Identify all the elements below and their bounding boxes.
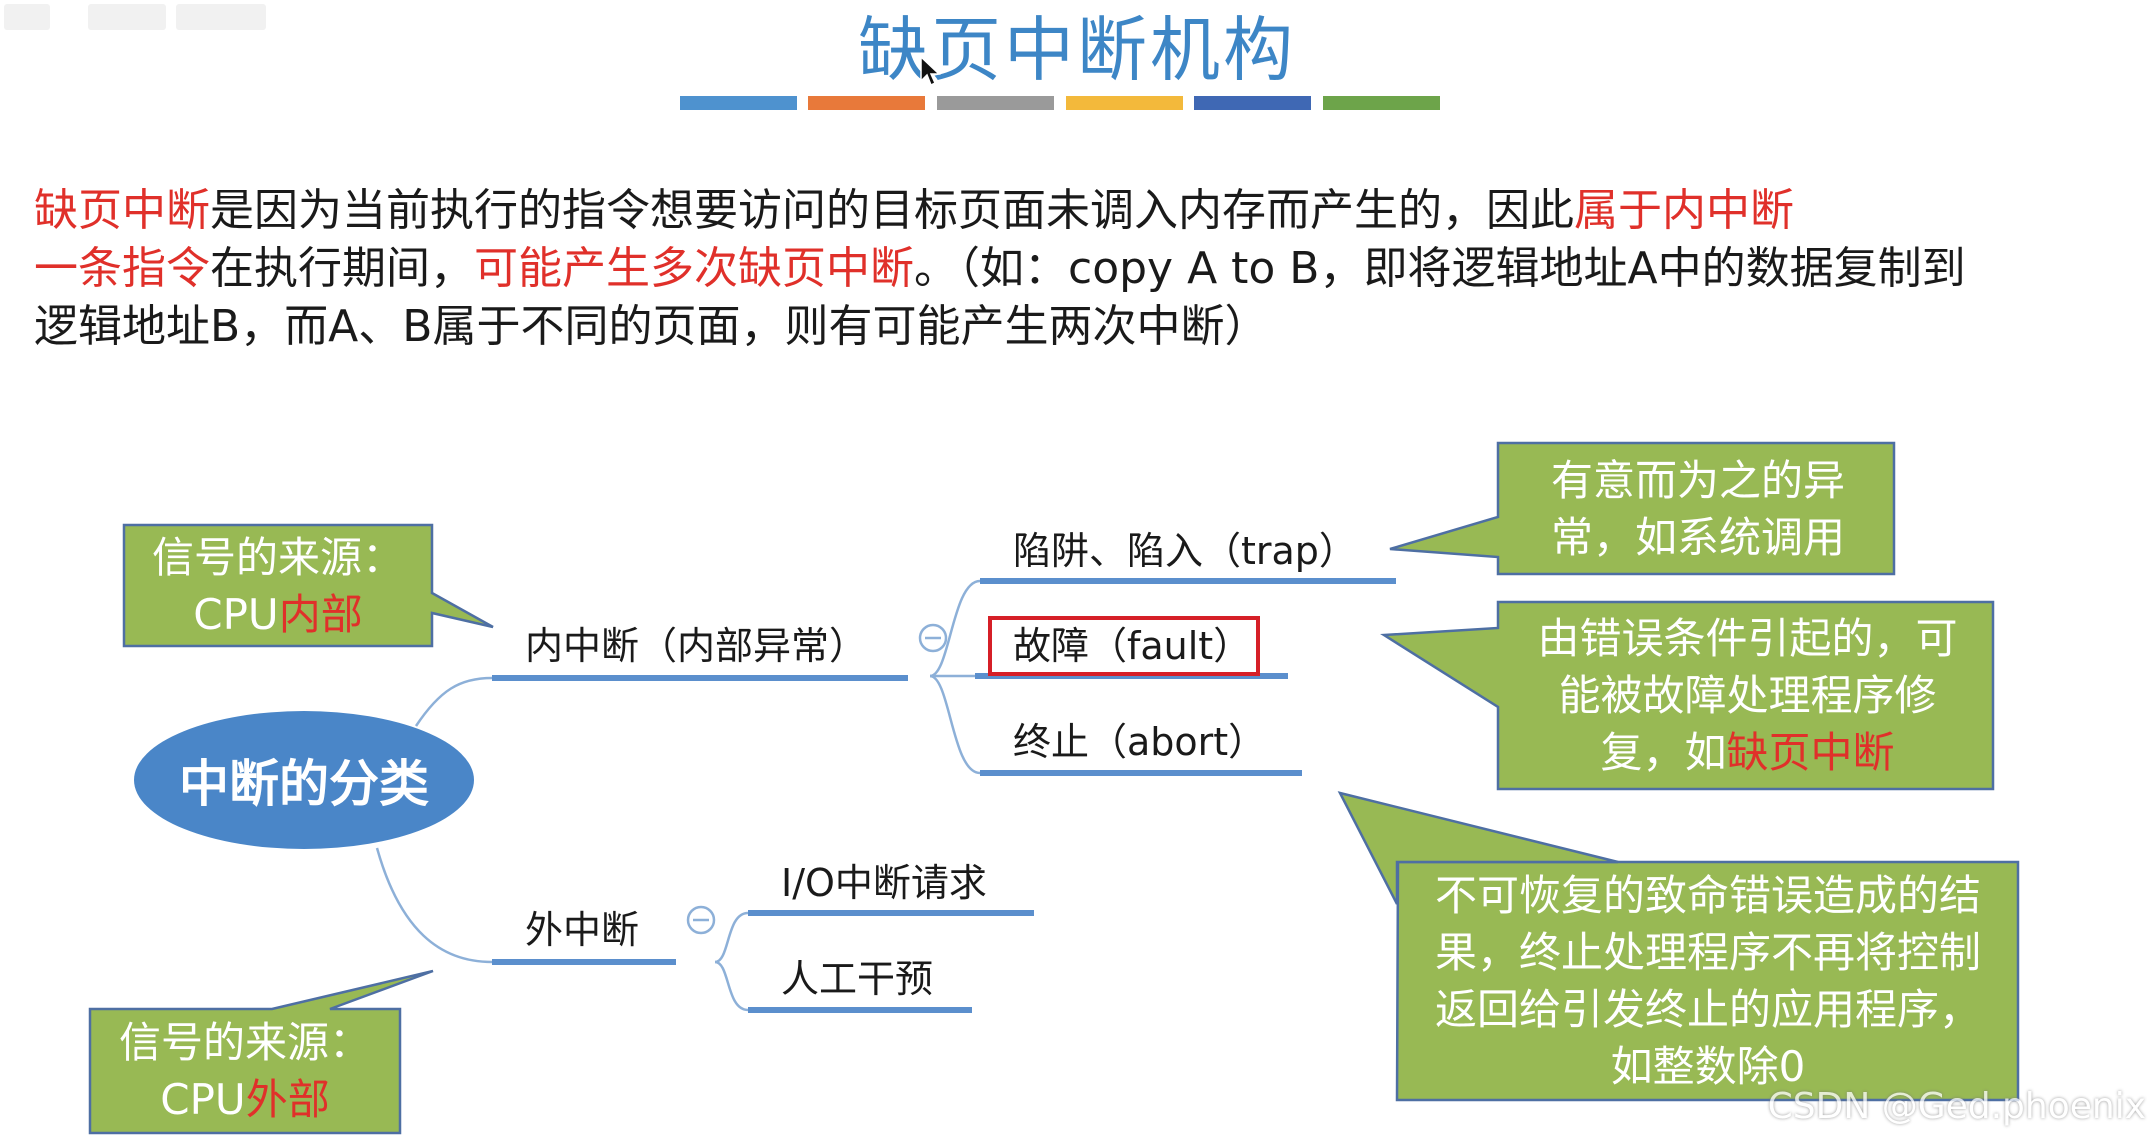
- intro-text: 在执行期间，: [210, 243, 474, 294]
- title-color-stripes: [680, 96, 1440, 110]
- connector-external-io: [714, 911, 749, 964]
- node-external-interrupt[interactable]: 外中断: [525, 908, 640, 952]
- connector-internal-abort: [929, 674, 981, 775]
- minus-circle-icon[interactable]: [918, 623, 948, 653]
- callout-source-internal: [122, 523, 494, 648]
- connector-internal-trap: [929, 579, 981, 678]
- callout-fault-note: 由错误条件引起的，可能被故障处理程序修复，如: [1537, 614, 1958, 777]
- connector-root-internal: [414, 676, 493, 727]
- intro-emphasis: 缺页中断: [34, 185, 210, 236]
- callout-prefix: 信号的来源：: [151, 532, 404, 582]
- callout-emphasis: 缺页中断: [1726, 728, 1895, 777]
- callout-emphasis: 内部: [278, 589, 363, 639]
- node-abort[interactable]: 终止（abort）: [1013, 720, 1267, 764]
- callout-source-external: [88, 969, 434, 1135]
- intro-emphasis: 属于内中断: [1574, 185, 1794, 236]
- title-stripe: [680, 96, 797, 110]
- title-stripe: [808, 96, 925, 110]
- connector-root-external: [375, 847, 493, 964]
- node-fault[interactable]: 故障（fault）: [1013, 624, 1252, 668]
- intro-emphasis: 一条指令: [34, 243, 210, 294]
- callout-trap: [1389, 441, 1896, 576]
- root-node-label[interactable]: 中断的分类: [179, 755, 429, 813]
- callout-trap-note: 有意而为之的异常，如系统调用: [1550, 455, 1845, 562]
- callout-source-internal-text: 信号的来源： CPU内部: [124, 525, 432, 646]
- title-stripe: [937, 96, 1054, 110]
- intro-line-2: 一条指令在执行期间，可能产生多次缺页中断。（如：copy A to B，即将逻辑…: [34, 240, 2124, 298]
- minus-circle-icon[interactable]: [686, 905, 716, 935]
- title-stripe: [1066, 96, 1183, 110]
- mouse-cursor-icon: [920, 56, 941, 87]
- intro-text: 是因为当前执行的指令想要访问的目标页面未调入内存而产生的，因此: [210, 185, 1574, 236]
- intro-line-1: 缺页中断是因为当前执行的指令想要访问的目标页面未调入内存而产生的，因此属于内中断: [34, 182, 2124, 240]
- node-trap[interactable]: 陷阱、陷入（trap）: [1013, 529, 1357, 573]
- title-stripe: [1323, 96, 1440, 110]
- callout-trap-text: 有意而为之的异常，如系统调用: [1508, 443, 1888, 574]
- callout-cpu: CPU: [193, 589, 279, 639]
- callout-source-external-text: 信号的来源： CPU外部: [90, 1009, 400, 1133]
- callout-abort-note: 不可恢复的致命错误造成的结果，终止处理程序不再将控制返回给引发终止的应用程序，如…: [1434, 871, 1981, 1091]
- fault-highlight-box: [988, 616, 1260, 676]
- node-manual-intervention[interactable]: 人工干预: [781, 957, 934, 1001]
- intro-line-3: 逻辑地址B，而A、B属于不同的页面，则有可能产生两次中断）: [34, 301, 1269, 352]
- callout-abort-text: 不可恢复的致命错误造成的结果，终止处理程序不再将控制返回给引发终止的应用程序，如…: [1408, 862, 2008, 1100]
- callout-fault: [1380, 600, 1995, 791]
- intro-paragraph: 缺页中断是因为当前执行的指令想要访问的目标页面未调入内存而产生的，因此属于内中断…: [34, 182, 2124, 356]
- connector-external-manual: [714, 960, 749, 1012]
- title-stripe: [1194, 96, 1311, 110]
- intro-emphasis: 可能产生多次缺页中断: [474, 243, 914, 294]
- callout-fault-text: 由错误条件引起的，可能被故障处理程序修复，如缺页中断: [1510, 602, 1985, 789]
- node-io-request[interactable]: I/O中断请求: [781, 861, 987, 905]
- intro-text: 。（如：copy A to B，即将逻辑地址A中的数据复制到: [914, 243, 1966, 294]
- watermark-text: CSDN @Ged.phoenix: [1767, 1086, 2146, 1127]
- callout-prefix: 信号的来源：: [118, 1018, 371, 1067]
- watermark-logo: [0, 0, 270, 36]
- callout-emphasis: 外部: [245, 1075, 330, 1124]
- node-internal-interrupt[interactable]: 内中断（内部异常）: [525, 624, 868, 668]
- callout-abort-tail: [1337, 791, 1619, 905]
- root-node-shape: [134, 711, 474, 849]
- callout-cpu: CPU: [160, 1075, 246, 1124]
